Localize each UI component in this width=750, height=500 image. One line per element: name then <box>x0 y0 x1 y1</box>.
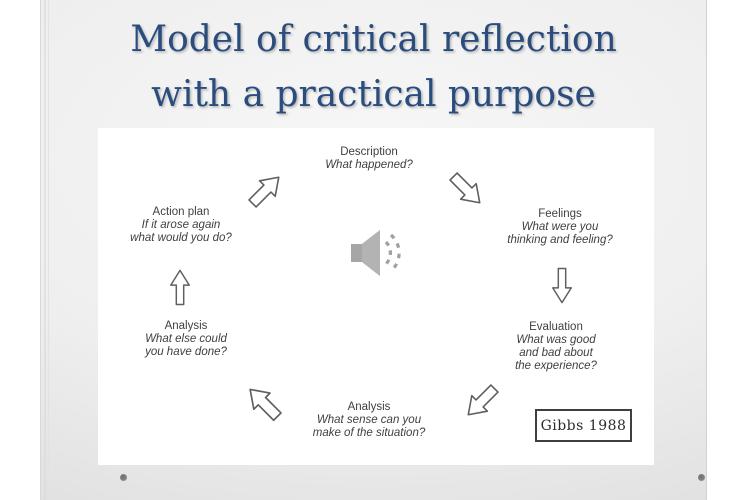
stage-question: What happened? <box>325 159 413 171</box>
arrow-evaluation-to-analysis-icon <box>450 371 512 433</box>
stage-feelings: Feelings What were you thinking and feel… <box>480 208 640 247</box>
card-edge-line <box>48 0 49 500</box>
arrow-actionplan-to-description-icon <box>235 159 297 221</box>
stage-question: What else could you have done? <box>145 333 227 358</box>
stage-title: Action plan <box>152 206 210 218</box>
card-edge-line <box>44 0 46 500</box>
stage-title: Analysis <box>347 401 391 413</box>
arrow-description-to-feelings-icon <box>436 159 498 221</box>
stage-question: What was good and bad about the experien… <box>515 334 597 372</box>
slide-card: Model of critical reflection with a prac… <box>40 0 707 500</box>
stage-title: Description <box>340 146 398 158</box>
stage-question: If it arose again what would you do? <box>130 219 232 244</box>
diagram-panel: Description What happened? Feelings What… <box>98 128 654 465</box>
slide-title-line2: with a practical purpose <box>151 74 596 115</box>
slide-corner-dot-right <box>698 474 705 481</box>
arrow-feelings-to-evaluation-icon <box>540 264 584 308</box>
slide-title-line1: Model of critical reflection <box>130 19 617 60</box>
stage-analysis-sense: Analysis What sense can you make of the … <box>269 401 469 440</box>
stage-question: What were you thinking and feeling? <box>507 221 613 246</box>
stage-title: Feelings <box>538 208 582 220</box>
stage-description: Description What happened? <box>269 146 469 172</box>
stage-evaluation: Evaluation What was good and bad about t… <box>476 321 636 373</box>
stage-action-plan: Action plan If it arose again what would… <box>101 206 261 245</box>
slide-title: Model of critical reflection with a prac… <box>41 12 706 122</box>
stage-title: Analysis <box>164 320 208 332</box>
stage-title: Evaluation <box>529 321 583 333</box>
speaker-icon[interactable] <box>347 224 411 282</box>
citation-text: Gibbs 1988 <box>540 417 627 434</box>
arrow-analysis-to-analysis-icon <box>232 372 294 434</box>
citation-box: Gibbs 1988 <box>535 409 632 442</box>
stage-analysis-else: Analysis What else could you have done? <box>106 320 266 359</box>
arrow-analysis-to-actionplan-icon <box>158 265 202 309</box>
stage-question: What sense can you make of the situation… <box>312 414 426 439</box>
slide-corner-dot-left <box>120 474 127 481</box>
